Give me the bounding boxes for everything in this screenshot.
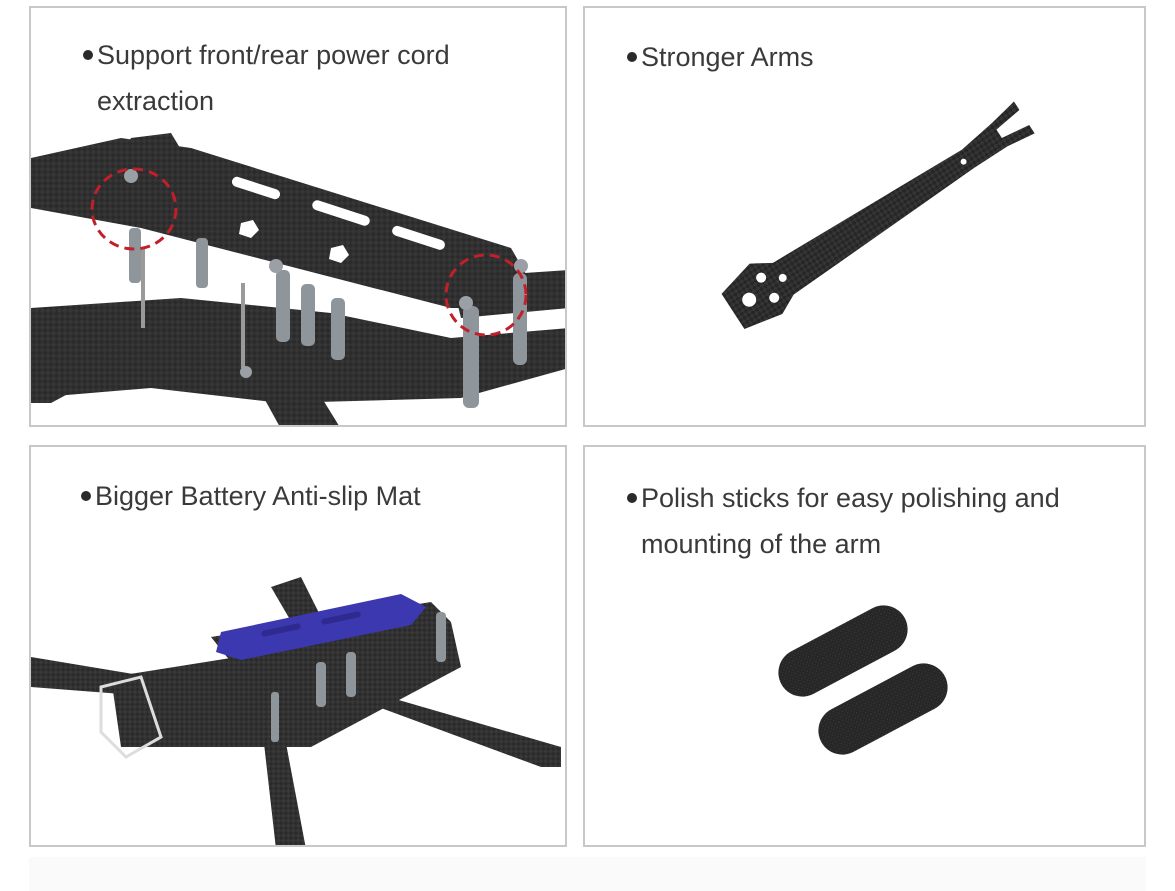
caption-line: Stronger Arms xyxy=(641,42,814,72)
bullet-dot-icon xyxy=(83,50,93,60)
feature-caption: Polish sticks for easy polishing and mou… xyxy=(627,475,1137,567)
feature-panel-battery-mat: Bigger Battery Anti-slip Mat xyxy=(29,445,567,847)
caption-line: Polish sticks for easy polishing and xyxy=(641,483,1060,513)
caption-line: Bigger Battery Anti-slip Mat xyxy=(95,481,421,511)
feature-caption: Support front/rear power cord extraction xyxy=(83,32,553,124)
bullet-dot-icon xyxy=(627,52,637,62)
bullet-dot-icon xyxy=(627,493,637,503)
feature-panel-polish-sticks: Polish sticks for easy polishing and mou… xyxy=(583,445,1146,847)
bullet-dot-icon xyxy=(81,491,91,501)
feature-caption: Stronger Arms xyxy=(627,34,1127,80)
carbon-arm-illustration xyxy=(721,101,1035,330)
caption-line: extraction xyxy=(97,86,215,116)
caption-line: Support front/rear power cord xyxy=(97,40,450,70)
footer-strip xyxy=(29,857,1146,891)
feature-panel-stronger-arms: Stronger Arms xyxy=(583,6,1146,427)
frame-with-mat-illustration xyxy=(31,577,561,845)
frame-closeup-illustration xyxy=(31,133,565,425)
feature-caption: Bigger Battery Anti-slip Mat xyxy=(81,473,551,519)
caption-line: mounting of the arm xyxy=(641,529,882,559)
polish-sticks-illustration xyxy=(778,605,948,755)
feature-panel-power-cord: Support front/rear power cord extraction xyxy=(29,6,567,427)
